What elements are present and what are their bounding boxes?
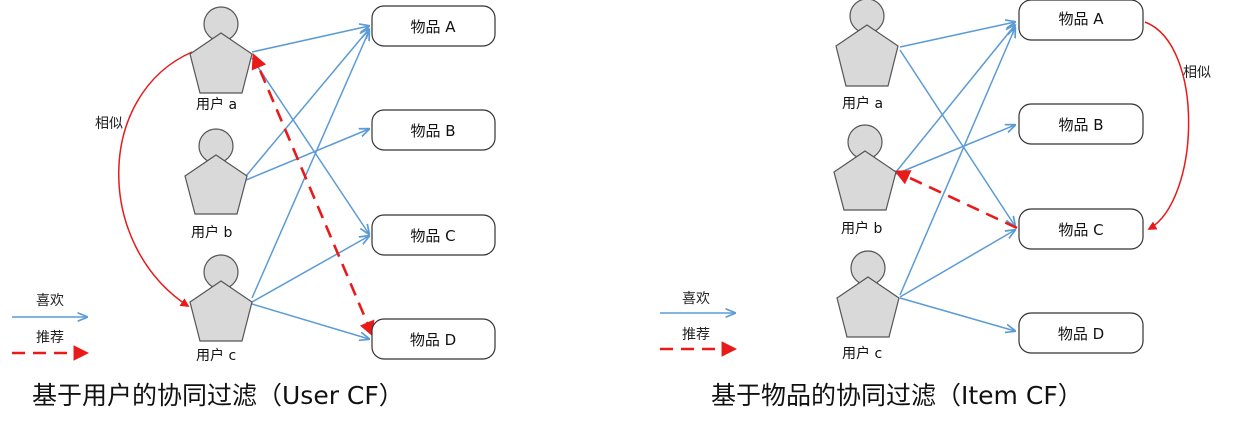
edge-user-a-to-item-a <box>899 22 1015 48</box>
similarity-label: 相似 <box>1183 65 1211 81</box>
item-box <box>371 214 496 256</box>
item-box <box>1018 208 1144 250</box>
user-icon <box>836 276 900 338</box>
legend-like-label: 喜欢 <box>36 293 64 309</box>
item-label: 物品 B <box>410 122 455 140</box>
user-node-c: 用户 c <box>189 254 253 364</box>
edge-user-b-to-item-a <box>895 25 1015 173</box>
user-node-a: 用户 a <box>189 6 253 113</box>
edge-user-a-to-item-a <box>251 26 369 53</box>
item-label: 物品 A <box>1058 10 1104 28</box>
edge-user-a-to-item-c <box>251 57 369 234</box>
legend-recommend-label: 推荐 <box>36 330 64 346</box>
edge-user-c-to-item-d <box>251 303 369 339</box>
user-label: 用户 a <box>196 96 237 113</box>
similarity-curve-items <box>1144 21 1190 230</box>
caption-user-cf: 基于用户的协同过滤（User CF） <box>32 381 404 410</box>
item-box <box>1018 103 1144 145</box>
legend-right: 喜欢 推荐 <box>660 291 738 357</box>
item-node-b: 物品 B <box>371 109 496 151</box>
item-node-a: 物品 A <box>1018 0 1144 41</box>
user-cf-like-edges <box>245 26 369 339</box>
recommend-edge-item-d-to-user-a <box>251 53 375 337</box>
item-node-d: 物品 D <box>1018 312 1144 354</box>
user-icon <box>189 32 253 94</box>
user-label: 用户 c <box>842 345 882 362</box>
user-label: 用户 a <box>842 95 883 112</box>
item-box <box>1018 0 1144 41</box>
edge-user-c-to-item-c <box>251 236 369 303</box>
edge-user-c-to-item-d <box>899 297 1015 331</box>
item-label: 物品 B <box>1058 116 1103 134</box>
legend-like-label: 喜欢 <box>682 291 710 307</box>
item-node-a: 物品 A <box>371 5 496 47</box>
item-label: 物品 D <box>410 331 456 349</box>
similarity-curve-users <box>118 51 193 307</box>
item-node-c: 物品 C <box>371 214 496 256</box>
edge-user-c-to-item-c <box>899 230 1015 298</box>
recommend-edge-item-c-to-user-b <box>894 170 1018 230</box>
legend-left: 喜欢 推荐 <box>12 293 90 361</box>
caption-item-cf: 基于物品的协同过滤（Item CF） <box>711 381 1083 410</box>
user-cf-panel: 相似 用户 a 用户 b 用户 c 物品 A 物品 B 物品 C <box>12 5 496 410</box>
item-label: 物品 D <box>1058 325 1104 343</box>
user-icon <box>835 24 899 87</box>
user-icon <box>833 150 897 211</box>
user-node-c: 用户 c <box>836 250 900 362</box>
item-node-c: 物品 C <box>1018 208 1144 250</box>
user-node-a: 用户 a <box>835 0 899 112</box>
edge-user-a-to-item-c <box>899 49 1015 226</box>
item-box <box>371 318 496 360</box>
item-node-b: 物品 B <box>1018 103 1144 145</box>
user-icon <box>189 280 253 342</box>
item-cf-like-edges <box>895 22 1015 331</box>
user-label: 用户 b <box>841 220 882 237</box>
edge-user-c-to-item-a <box>899 28 1015 296</box>
item-label: 物品 C <box>410 227 455 245</box>
item-label: 物品 A <box>410 18 456 36</box>
item-node-d: 物品 D <box>371 318 496 360</box>
user-node-b: 用户 b <box>184 128 248 241</box>
edge-user-c-to-item-a <box>251 31 369 299</box>
similarity-label: 相似 <box>95 116 123 132</box>
user-label: 用户 b <box>191 224 232 241</box>
item-cf-panel: 相似 用户 a 用户 b 用户 c 物品 A 物品 B 物品 C <box>660 0 1211 410</box>
user-icon <box>184 154 248 215</box>
item-box <box>371 5 496 47</box>
item-box <box>371 109 496 151</box>
item-box <box>1018 312 1144 354</box>
user-node-b: 用户 b <box>833 124 897 237</box>
edge-user-b-to-item-b <box>895 125 1015 175</box>
legend-recommend-label: 推荐 <box>682 327 710 343</box>
user-label: 用户 c <box>196 347 236 364</box>
item-label: 物品 C <box>1058 221 1103 239</box>
